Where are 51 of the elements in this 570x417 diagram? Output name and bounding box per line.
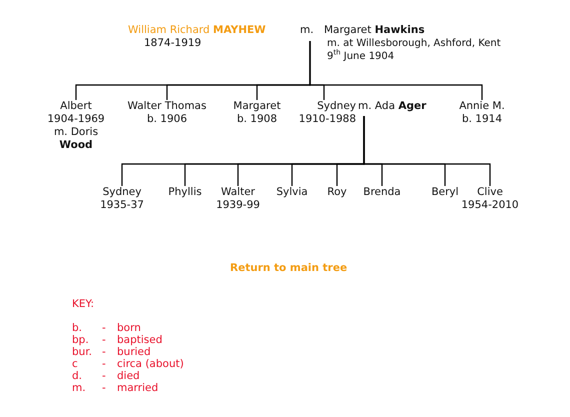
person-name: Roy: [327, 186, 347, 199]
person-name: Annie M.: [459, 100, 505, 113]
person-name: Sydney: [317, 100, 356, 113]
key-meaning: baptised: [117, 334, 162, 346]
key-abbreviation: c: [72, 358, 78, 370]
person-name: William Richard MAYHEW: [128, 24, 266, 37]
person-name: Sydney: [102, 186, 142, 199]
life-dates: 1954-2010: [461, 199, 519, 212]
key-abbreviation: bur.: [72, 346, 92, 358]
marriage-place: m. at Willesborough, Ashford, Kent: [327, 38, 501, 49]
key-abbreviation: d.: [72, 370, 82, 382]
key-heading: KEY:: [72, 298, 94, 310]
person-name: Sylvia: [276, 186, 308, 199]
key-meaning: born: [117, 322, 141, 334]
key-dash: -: [102, 370, 106, 382]
person-name: Brenda: [363, 186, 401, 199]
key-meaning: circa (about): [117, 358, 184, 370]
key-dash: -: [102, 346, 106, 358]
key-dash: -: [102, 322, 106, 334]
spouse-name: Margaret Hawkins: [324, 24, 425, 37]
return-link: Return to main tree: [230, 262, 348, 274]
marriage-mark: m.: [300, 24, 314, 37]
life-dates: 1935-37: [100, 199, 144, 212]
life-dates: b. 1914: [462, 113, 502, 126]
key-dash: -: [102, 382, 106, 394]
life-dates: b. 1906: [146, 113, 188, 126]
person-name: Beryl: [431, 186, 459, 199]
life-dates: 1904-1969: [47, 113, 105, 126]
person-name: Walter Thomas: [128, 100, 206, 113]
connector-line: [363, 116, 491, 186]
key-meaning: died: [117, 370, 140, 382]
life-dates: 1910-1988: [298, 113, 356, 126]
key-dash: -: [102, 334, 106, 346]
life-dates: 1874-1919: [144, 37, 202, 50]
life-dates: b. 1908: [236, 113, 278, 126]
key-dash: -: [102, 358, 106, 370]
spouse-name: m. Ada Ager: [358, 100, 426, 113]
spouse-name: m. Doris Wood: [52, 126, 100, 152]
key-meaning: buried: [117, 346, 151, 358]
key-abbreviation: m.: [72, 382, 86, 394]
person-name: Clive: [477, 186, 503, 199]
key-abbreviation: bp.: [72, 334, 89, 346]
person-name: Margaret: [233, 100, 281, 113]
connector-line: [309, 41, 483, 100]
key-meaning: married: [117, 382, 158, 394]
marriage-date: 9$^{th}$ June 1904: [327, 51, 394, 63]
person-name: Walter: [221, 186, 255, 199]
key-abbreviation: b.: [72, 322, 82, 334]
person-name: Phyllis: [168, 186, 202, 199]
life-dates: 1939-99: [216, 199, 260, 212]
person-name: Albert: [60, 100, 92, 113]
